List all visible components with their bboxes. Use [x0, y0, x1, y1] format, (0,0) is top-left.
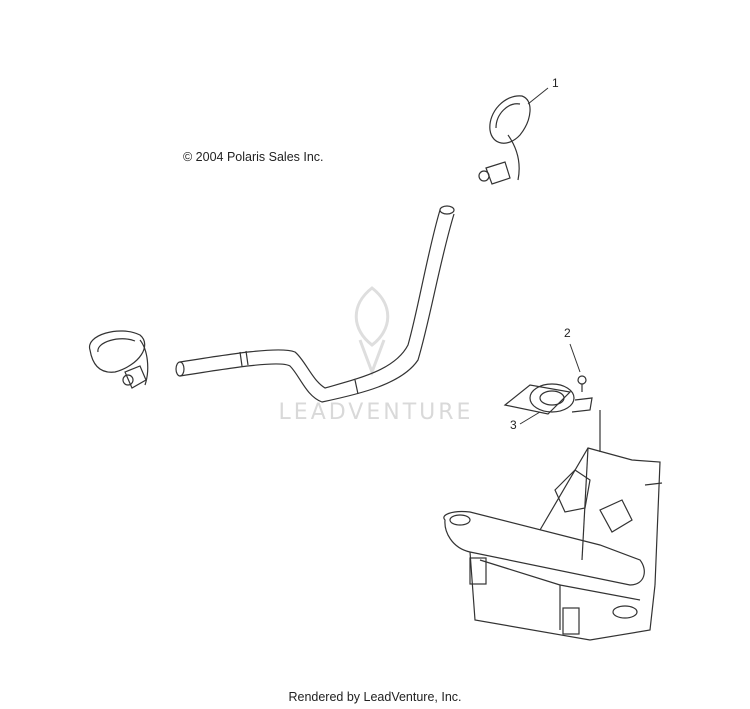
watermark-logo	[354, 286, 390, 377]
footer-credit: Rendered by LeadVenture, Inc.	[288, 690, 462, 704]
callout-3: 3	[510, 418, 517, 432]
left-mirror	[89, 330, 149, 389]
callout-2: 2	[564, 326, 571, 340]
callout-1: 1	[552, 76, 559, 90]
copyright-notice: © 2004 Polaris Sales Inc.	[183, 150, 324, 164]
handlebar	[175, 205, 455, 403]
frame	[443, 410, 663, 641]
horn	[503, 383, 593, 415]
right-mirror	[478, 95, 531, 185]
leader-lines	[519, 87, 581, 425]
watermark-text: LEADVENTURE	[278, 400, 474, 425]
screw	[577, 375, 587, 392]
